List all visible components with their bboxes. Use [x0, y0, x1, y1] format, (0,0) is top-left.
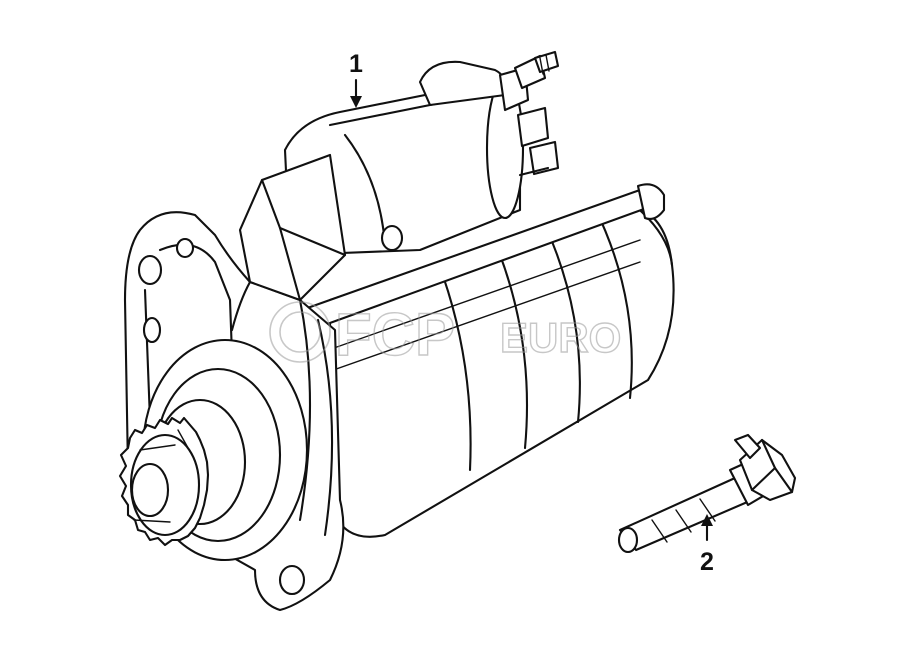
solenoid: [283, 50, 560, 257]
arrow-down-icon: [350, 96, 362, 108]
mounting-bolt[interactable]: [617, 433, 797, 554]
callout-label-2: 2: [700, 548, 714, 576]
pinion-gear: [118, 416, 210, 547]
starter-motor[interactable]: [118, 50, 675, 612]
callout-1: 1: [349, 50, 363, 108]
watermark-suffix: EURO: [500, 314, 621, 361]
callout-2: 2: [700, 514, 714, 576]
watermark-logo-icon: [269, 301, 331, 363]
callout-label-1: 1: [349, 50, 363, 78]
arrow-up-icon: [701, 514, 713, 526]
fcp-euro-watermark: FCP EURO: [269, 300, 622, 369]
drive-housing: [123, 153, 347, 612]
watermark-brand: FCP: [335, 301, 455, 368]
through-bolt: [266, 183, 666, 381]
